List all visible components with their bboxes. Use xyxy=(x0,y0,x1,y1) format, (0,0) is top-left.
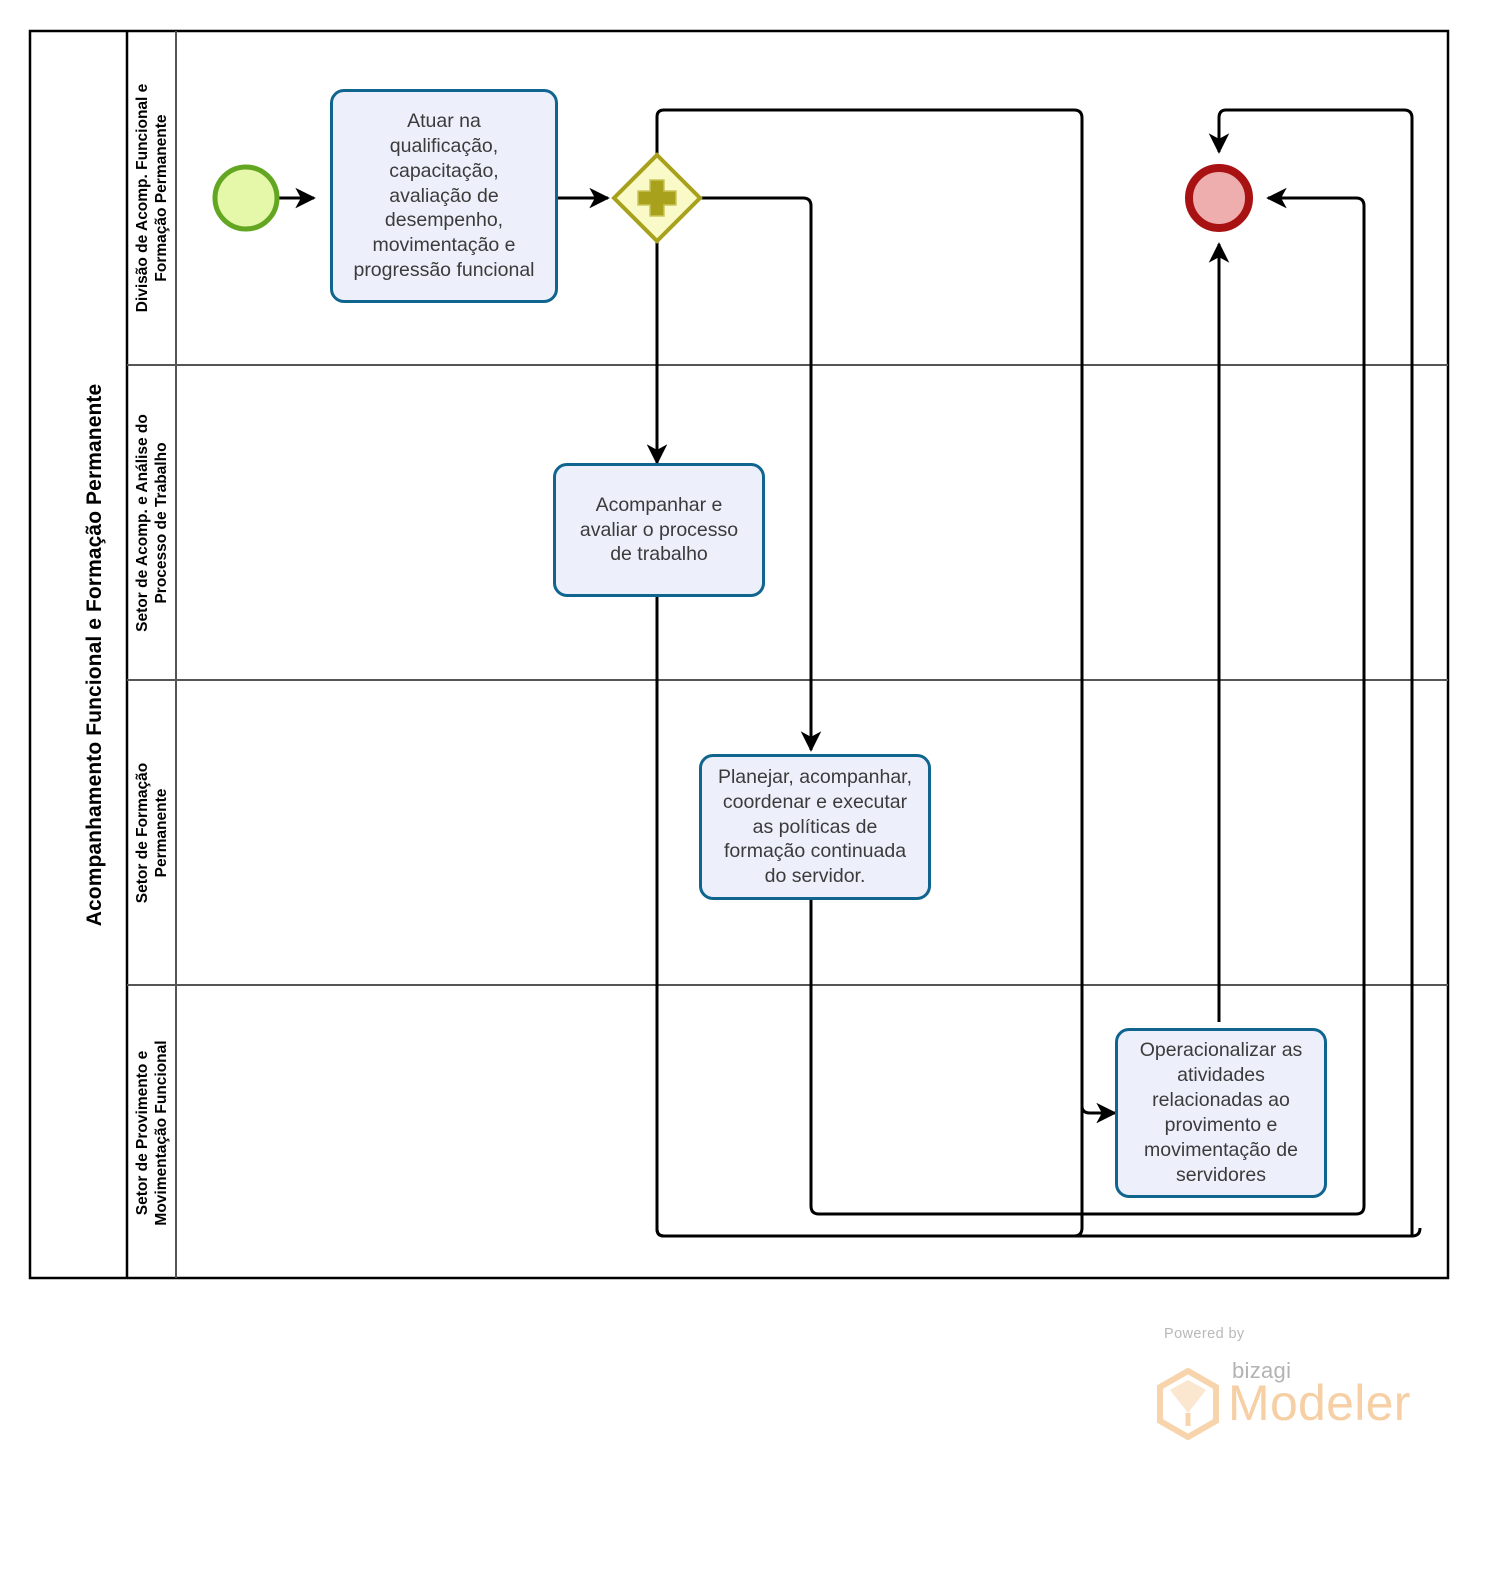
task-label: Operacionalizar as atividades relacionad… xyxy=(1139,1039,1303,1186)
bizagi-hexagon-logo xyxy=(1157,1368,1219,1440)
watermark-brand-text: bizagi xyxy=(1232,1358,1292,1383)
task-label: Planejar, acompanhar, coordenar e execut… xyxy=(717,765,913,888)
flow-task3-outflow xyxy=(809,900,1366,1216)
flow-gateway-to-task3 xyxy=(700,196,822,752)
task-label: Atuar na qualificação, capacitação, aval… xyxy=(353,109,535,282)
task-operacionalizar-provimento[interactable]: Operacionalizar as atividades relacionad… xyxy=(1115,1028,1327,1198)
watermark-powered-by-text: Powered by xyxy=(1164,1326,1245,1342)
flow-bottom-rail xyxy=(655,1228,1412,1238)
task-planejar-politicas-formacao[interactable]: Planejar, acompanhar, coordenar e execut… xyxy=(699,754,931,900)
start-event[interactable] xyxy=(212,164,280,232)
plus-icon xyxy=(637,179,677,217)
task-atuar-qualificacao[interactable]: Atuar na qualificação, capacitação, aval… xyxy=(330,89,558,303)
task-label: Acompanhar e avaliar o processo de traba… xyxy=(579,493,739,566)
flow-endevent-right-rail xyxy=(1266,187,1366,1206)
parallel-gateway[interactable] xyxy=(611,152,703,244)
pool-outer-border xyxy=(28,29,1450,1280)
flow-loop-top-outer xyxy=(655,108,1084,1238)
flow-loop-right-to-endevent-top xyxy=(1208,108,1422,1238)
task-acompanhar-avaliar-processo[interactable]: Acompanhar e avaliar o processo de traba… xyxy=(553,463,765,597)
end-event[interactable] xyxy=(1185,164,1253,232)
watermark-product-text: Modeler xyxy=(1228,1375,1411,1431)
flow-into-task4 xyxy=(1080,1084,1117,1124)
bizagi-watermark: Powered by bizagi Modeler xyxy=(1126,1326,1426,1446)
